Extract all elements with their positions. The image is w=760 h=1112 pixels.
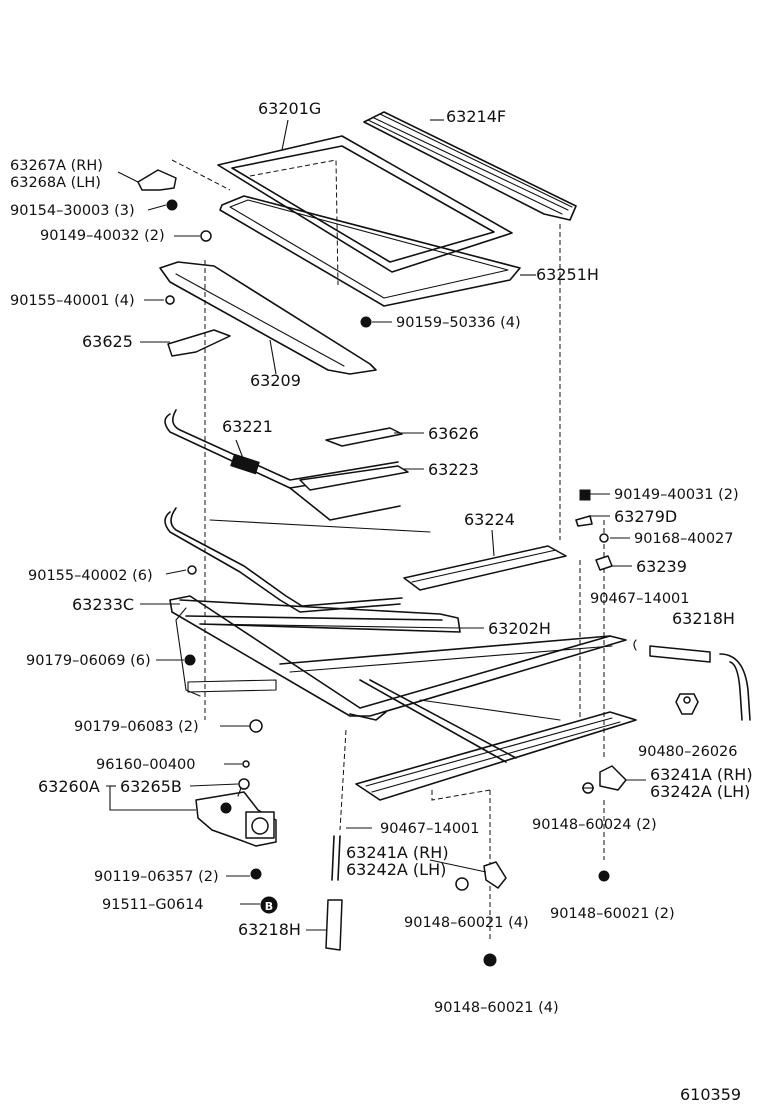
diagram-id: 610359	[680, 1085, 741, 1104]
bolt-icon	[455, 877, 469, 891]
label-63241a-a: 63241A (RH)	[650, 765, 753, 784]
svg-text:B: B	[265, 900, 273, 913]
label-90155-40001: 90155–40001 (4)	[10, 293, 135, 309]
bolt-icon	[598, 870, 610, 882]
label-90155-40002: 90155–40002 (6)	[28, 568, 153, 584]
label-96160: 96160–00400	[96, 757, 196, 773]
leader-lines	[106, 119, 646, 931]
label-63214f: 63214F	[446, 107, 506, 126]
screw-icon	[200, 230, 212, 242]
grommet-icon	[675, 693, 699, 715]
lower-cable	[164, 507, 431, 613]
glass-panel	[217, 135, 513, 286]
label-63221: 63221	[222, 417, 273, 436]
label-91511: 91511–G0614	[102, 897, 204, 913]
bracket-63626	[325, 427, 403, 447]
label-63267a: 63267A (RH)	[10, 158, 103, 174]
label-63625: 63625	[82, 332, 133, 351]
alignment-line	[339, 729, 347, 831]
drain-hose	[633, 639, 751, 721]
bolt-icon	[166, 199, 178, 211]
nut-icon	[184, 654, 196, 666]
label-90179-06069: 90179–06069 (6)	[26, 653, 151, 669]
label-63242a-b: 63242A (LH)	[346, 860, 446, 879]
label-90148-60021-b: 90148–60021 (2)	[550, 906, 675, 922]
label-90148-60021-a: 90148–60021 (4)	[404, 915, 529, 931]
label-90148-60024: 90148–60024 (2)	[532, 817, 657, 833]
label-63202h: 63202H	[488, 619, 551, 638]
label-63239: 63239	[636, 557, 687, 576]
motor-assembly	[195, 779, 277, 847]
label-63209: 63209	[250, 371, 301, 390]
bolt-icon	[575, 489, 613, 571]
gear-icon	[238, 778, 250, 790]
cross-bar-63209	[159, 261, 377, 375]
clip-63241a	[599, 765, 627, 791]
label-63218h-b: 63218H	[238, 920, 301, 939]
label-90168: 90168–40027	[634, 531, 734, 547]
label-90149-40031: 90149–40031 (2)	[614, 487, 739, 503]
bracket-63625	[167, 329, 231, 357]
guide-63223	[299, 465, 409, 491]
wind-deflector	[363, 111, 577, 221]
drive-cable-63221	[164, 409, 401, 521]
label-63265b: 63265B	[120, 777, 182, 796]
label-90159: 90159–50336 (4)	[396, 315, 521, 331]
label-63279d: 63279D	[614, 507, 677, 526]
label-90119: 90119–06357 (2)	[94, 869, 219, 885]
label-90179-06083: 90179–06083 (2)	[74, 719, 199, 735]
label-63223: 63223	[428, 460, 479, 479]
bolt-icon	[483, 953, 497, 967]
label-90467-a: 90467–14001	[590, 591, 690, 607]
bolt-icon	[250, 868, 262, 880]
bracket-63267a	[137, 159, 231, 242]
front-rail	[355, 711, 637, 801]
clip-icon	[249, 719, 263, 733]
label-63626: 63626	[428, 424, 479, 443]
label-63251h: 63251H	[536, 265, 599, 284]
clip-63242a	[483, 861, 507, 889]
label-63268a: 63268A (LH)	[10, 175, 101, 191]
washer-icon	[242, 760, 250, 768]
bolt-icon	[360, 316, 372, 328]
label-63242a-a: 63242A (LH)	[650, 782, 750, 801]
label-90149-40032: 90149–40032 (2)	[40, 228, 165, 244]
guide-rail-63224	[403, 545, 567, 591]
label-90148-60021-c: 90148–60021 (4)	[434, 1000, 559, 1016]
label-63241a-b: 63241A (RH)	[346, 843, 449, 862]
part-labels: 63201G 63214F 63267A (RH) 63268A (LH) 90…	[10, 99, 753, 1104]
drain-hose-lower	[325, 835, 343, 951]
screw-icon	[165, 295, 175, 305]
badge-b: B	[260, 896, 278, 914]
label-63233c: 63233C	[72, 595, 134, 614]
weatherstrip	[219, 195, 521, 307]
label-63224: 63224	[464, 510, 515, 529]
label-90154: 90154–30003 (3)	[10, 203, 135, 219]
label-90467-b: 90467–14001	[380, 821, 480, 837]
label-63201g: 63201G	[258, 99, 321, 118]
screw-icon	[187, 565, 197, 575]
label-63218h-a: 63218H	[672, 609, 735, 628]
label-90480: 90480–26026	[638, 744, 738, 760]
label-63260a: 63260A	[38, 777, 100, 796]
sunroof-frame	[169, 595, 627, 763]
